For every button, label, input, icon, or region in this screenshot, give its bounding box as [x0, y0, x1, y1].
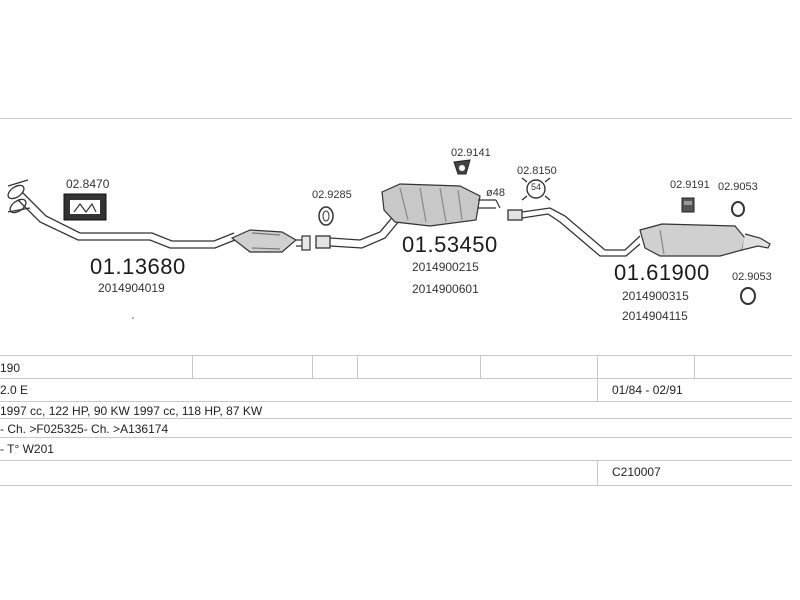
vehicle-type: - T° W201: [0, 442, 54, 456]
clamp-b-size: 54: [531, 182, 542, 192]
middle-silencer-oe2: 2014900601: [412, 282, 479, 296]
table-line: [0, 401, 792, 402]
engine-specs: 1997 cc, 122 HP, 90 KW 1997 cc, 118 HP, …: [0, 404, 263, 418]
table-col-line: [597, 460, 598, 485]
rear-silencer-code: 01.61900: [614, 260, 710, 285]
chassis-range: - Ch. >F025325- Ch. >A136174: [0, 422, 169, 436]
ring-b: [740, 287, 756, 305]
table-col-line: [192, 355, 193, 378]
table-line: [0, 355, 792, 356]
hanger-code: 02.9141: [451, 147, 491, 159]
front-pipe: [7, 179, 236, 249]
clamp-a-code: 02.9285: [312, 189, 352, 201]
exhaust-drawing: [7, 159, 771, 319]
ring-a: [731, 201, 745, 217]
rear-silencer-oe2: 2014904115: [622, 309, 688, 323]
clamp-b: [521, 177, 551, 201]
diameter-label: ø48: [486, 187, 505, 199]
table-col-line: [357, 355, 358, 378]
front-pipe-oe1: 2014904019: [98, 281, 165, 295]
ring-a-code: 02.9053: [718, 181, 758, 193]
rear-silencer-oe1: 2014900315: [622, 289, 689, 303]
table-line: [0, 460, 792, 461]
middle-silencer-code: 01.53450: [402, 232, 498, 257]
middle-silencer: [381, 183, 501, 227]
table-col-line: [312, 355, 313, 378]
rubber-mount-code: 02.9191: [670, 179, 710, 191]
production-years: 01/84 - 02/91: [612, 383, 683, 397]
front-pipe-code: 01.13680: [90, 254, 186, 279]
top-border: [0, 118, 792, 119]
table-line: [0, 485, 792, 486]
table-col-line: [694, 355, 695, 378]
table-line: [0, 437, 792, 438]
intermediate-pipe: [315, 213, 401, 249]
model-name: 190: [0, 361, 21, 375]
clamp-b-code: 02.8150: [517, 165, 557, 177]
table-line: [0, 378, 792, 379]
clamp-a: [318, 206, 334, 226]
catalytic-converter: [230, 229, 311, 253]
table-col-line: [480, 355, 481, 378]
table-line: [0, 418, 792, 419]
table-col-line: [597, 355, 598, 401]
rear-silencer: [639, 223, 771, 257]
middle-silencer-oe1: 2014900215: [412, 260, 479, 274]
ring-b-code: 02.9053: [732, 271, 772, 283]
reference-code: C210007: [612, 465, 661, 479]
rubber-mount: [681, 197, 695, 213]
mounting-kit-box: [63, 193, 107, 221]
engine: 2.0 E: [0, 383, 29, 397]
mounting-kit-code: 02.8470: [66, 177, 110, 191]
hanger: [453, 159, 471, 175]
rear-pipe: [507, 207, 641, 257]
